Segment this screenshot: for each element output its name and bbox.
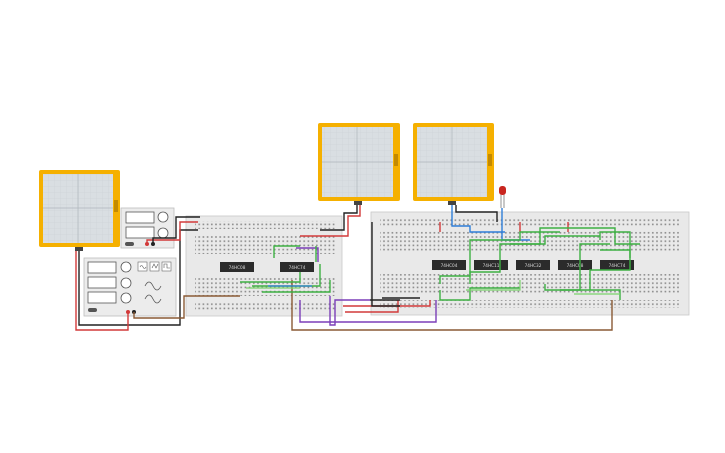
oscilloscope-middle[interactable] [318, 123, 400, 205]
wire-scope1-red [75, 251, 129, 331]
led-red[interactable] [499, 186, 506, 208]
wire-scope2-red [300, 205, 361, 237]
chip-label: 74HC08 [567, 263, 584, 268]
chip-6[interactable]: 74HC08 [558, 260, 592, 270]
wire-scope3-black [455, 205, 498, 222]
oscilloscope-left[interactable] [39, 170, 120, 251]
breadboard-small[interactable] [185, 215, 343, 317]
chip-label: 74HC74 [289, 265, 306, 270]
chip-label: 74HC04 [441, 263, 458, 268]
wires-green[interactable] [240, 227, 640, 301]
wire-long-brown [291, 280, 613, 331]
chip-label: 74HC32 [525, 263, 542, 268]
wire-long-black [370, 297, 420, 301]
chip-7[interactable]: 74HC74 [600, 260, 634, 270]
chip-label: 74HC08 [229, 265, 246, 270]
wires[interactable] [75, 205, 613, 331]
chip-1[interactable]: 74HC08 [220, 262, 254, 272]
wire-purple-long [299, 300, 437, 323]
function-generator[interactable] [83, 257, 177, 317]
wire-fg-brown [133, 295, 240, 319]
wire-purple [296, 247, 370, 326]
chip-4[interactable]: 74HC11 [474, 260, 508, 270]
wire-scope3-blue [451, 205, 505, 233]
wire-ps-red [146, 221, 198, 244]
wire-scope1-black [78, 229, 198, 326]
wire-scope2-black [320, 205, 358, 231]
oscilloscope-right[interactable] [413, 123, 494, 205]
chip-label: 74HC11 [483, 263, 500, 268]
wire-red-short2 [519, 222, 569, 232]
chip-label: 74HC74 [609, 263, 626, 268]
wire-black-large [371, 222, 400, 307]
chip-5[interactable]: 74HC32 [516, 260, 550, 270]
wires-lightgreen[interactable] [246, 280, 620, 295]
wire-ps-black [152, 216, 200, 244]
chip-3[interactable]: 74HC04 [432, 260, 466, 270]
chip-2[interactable]: 74HC74 [280, 262, 314, 272]
